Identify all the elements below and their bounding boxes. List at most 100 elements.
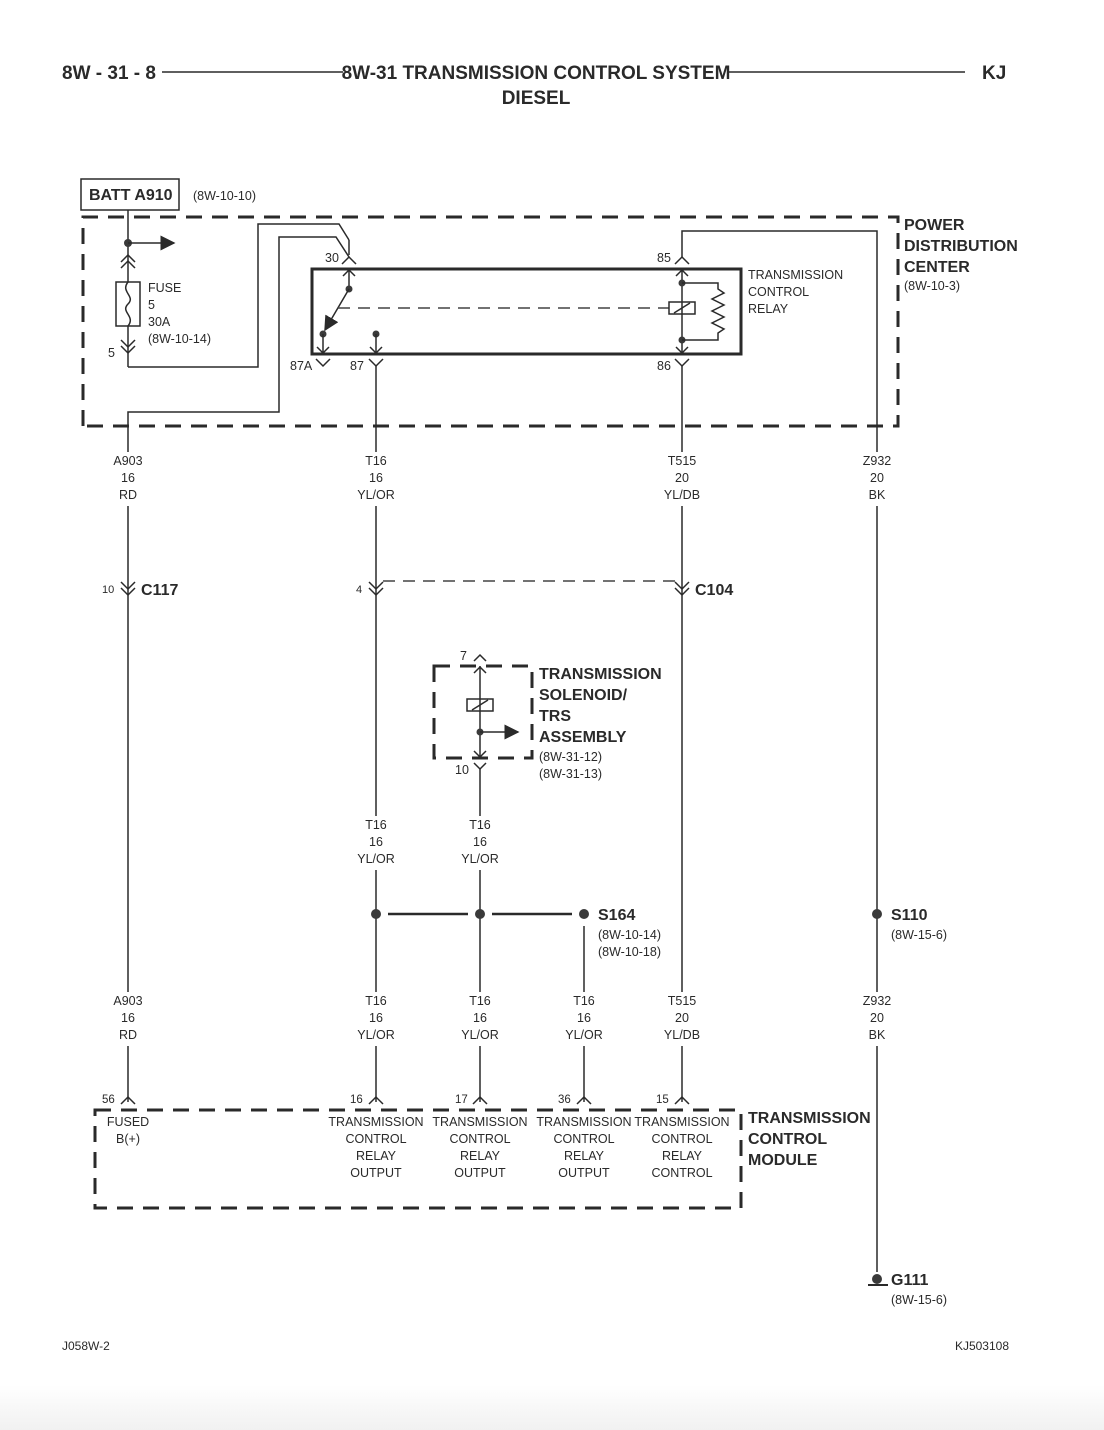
relay-86-connector xyxy=(674,358,690,368)
page-title: 8W-31 TRANSMISSION CONTROL SYSTEM xyxy=(342,63,731,84)
relay-label-1: TRANSMISSION xyxy=(748,268,843,282)
wire-color: YL/OR xyxy=(461,1028,499,1042)
solenoid-bottom-arrow xyxy=(473,750,487,759)
relay-85-arrow xyxy=(675,268,689,277)
fuse-rating: 30A xyxy=(148,315,171,329)
wire-gauge: 16 xyxy=(577,1011,591,1025)
wire-gauge: 16 xyxy=(473,1011,487,1025)
tcm-pin-number: 56 xyxy=(102,1094,115,1106)
wire-gauge: 20 xyxy=(870,471,884,485)
tcm-pin-15-connector xyxy=(674,1095,690,1105)
s110-label: S110 xyxy=(891,907,928,924)
wire-color: RD xyxy=(119,488,137,502)
wire-labels-mid: T16 16 YL/OR T16 16 YL/OR xyxy=(357,818,499,866)
c117-label: C117 xyxy=(141,582,178,599)
relay-coil-slash xyxy=(673,302,691,314)
wire-gauge: 20 xyxy=(675,471,689,485)
wire-color: BK xyxy=(869,1028,886,1042)
tcm-pin-desc: CONTROL xyxy=(651,1166,712,1180)
relay-30-arrow xyxy=(342,268,356,277)
s164-node-3 xyxy=(579,909,589,919)
wire-color: YL/OR xyxy=(357,1028,395,1042)
wire-fuse-to-relay-30 xyxy=(128,223,350,368)
c104-connector-icon-right xyxy=(674,581,690,597)
tcm-pin-desc: OUTPUT xyxy=(350,1166,402,1180)
tcm-pin-desc: CONTROL xyxy=(553,1132,614,1146)
tcm-pin-desc: RELAY xyxy=(356,1149,397,1163)
model-code: KJ xyxy=(982,63,1006,84)
fuse-bottom-connector xyxy=(120,339,136,355)
wire-85-ground xyxy=(681,230,878,426)
tcm-pin-desc: FUSED xyxy=(107,1115,149,1129)
page-ref: 8W - 31 - 8 xyxy=(62,63,156,84)
wire-gauge: 16 xyxy=(473,835,487,849)
relay-box xyxy=(310,267,743,356)
fuse-top-connector xyxy=(120,253,136,269)
pdc-label-2: DISTRIBUTION xyxy=(904,238,1018,255)
wire-circuit: A903 xyxy=(113,994,142,1008)
relay-coil-icon xyxy=(668,301,696,315)
c104-connector-icon-left xyxy=(368,581,384,597)
relay-switch-arm xyxy=(324,288,350,332)
wire-color: YL/DB xyxy=(664,1028,700,1042)
fuse-pin: 5 xyxy=(108,346,115,360)
fuse-number: 5 xyxy=(148,298,155,312)
relay-87a-connector xyxy=(315,358,331,368)
s164-label: S164 xyxy=(598,907,635,924)
tcm-pin-36-connector xyxy=(576,1095,592,1105)
wire-circuit: T16 xyxy=(469,818,491,832)
relay-86-arrow xyxy=(675,346,689,355)
wire-color: YL/OR xyxy=(357,852,395,866)
tcm-pin-number: 36 xyxy=(558,1094,571,1106)
footer-left: J058W-2 xyxy=(62,1339,110,1353)
wire-circuit: T16 xyxy=(365,818,387,832)
wire-circuit: T16 xyxy=(469,994,491,1008)
wire-circuit: Z932 xyxy=(863,994,892,1008)
solenoid-top-arrow xyxy=(473,665,487,674)
tcm-pin-desc: TRANSMISSION xyxy=(634,1115,729,1129)
wire-circuit: T16 xyxy=(365,454,387,468)
s110-node xyxy=(872,909,882,919)
relay-30-connector xyxy=(341,255,357,265)
wire-gauge: 16 xyxy=(369,835,383,849)
relay-87-arrow xyxy=(369,346,383,355)
relay-pin-87a: 87A xyxy=(290,359,313,373)
tcm-pin-desc: TRANSMISSION xyxy=(328,1115,423,1129)
s164-node-1 xyxy=(371,909,381,919)
s164-node-2 xyxy=(475,909,485,919)
relay-resistor-icon xyxy=(682,282,726,341)
c117-pin: 10 xyxy=(102,584,114,596)
tcm-outline xyxy=(93,1108,743,1210)
c104-pin: 4 xyxy=(356,584,362,596)
tcm-pin-number: 16 xyxy=(350,1094,363,1106)
ground-icon xyxy=(868,1274,888,1286)
tcm-pin-desc: TRANSMISSION xyxy=(536,1115,631,1129)
relay-label-3: RELAY xyxy=(748,302,789,316)
fuse-label: FUSE xyxy=(148,281,181,295)
s110-ref: (8W-15-6) xyxy=(891,928,947,942)
wire-gauge: 16 xyxy=(121,1011,135,1025)
solenoid-label-1: TRANSMISSION xyxy=(539,666,662,683)
wire-circuit: Z932 xyxy=(863,454,892,468)
solenoid-10-connector xyxy=(473,762,487,771)
pdc-ref: (8W-10-3) xyxy=(904,279,960,293)
tcm-label-2: CONTROL xyxy=(748,1131,827,1148)
page-subtitle: DIESEL xyxy=(502,88,571,109)
tcm-pin-desc: B(+) xyxy=(116,1132,140,1146)
solenoid-ref-1: (8W-31-12) xyxy=(539,750,602,764)
wire-color: BK xyxy=(869,488,886,502)
wire-a903-pdc xyxy=(127,236,350,426)
footer-right: KJ503108 xyxy=(955,1339,1009,1353)
solenoid-label-3: TRS xyxy=(539,708,571,725)
wire-circuit: T515 xyxy=(668,994,697,1008)
wire-labels-top: A903 16 RD T16 16 YL/OR T515 20 YL/DB Z9… xyxy=(113,454,891,502)
wire-circuit: T16 xyxy=(365,994,387,1008)
solenoid-label-4: ASSEMBLY xyxy=(539,729,627,746)
tcm-pin-number: 17 xyxy=(455,1094,468,1106)
wire-circuit: T16 xyxy=(573,994,595,1008)
wire-color: RD xyxy=(119,1028,137,1042)
pdc-outline xyxy=(81,215,900,428)
tcm-pin-desc: CONTROL xyxy=(345,1132,406,1146)
relay-85-connector xyxy=(674,255,690,265)
relay-pin-30: 30 xyxy=(325,251,339,265)
